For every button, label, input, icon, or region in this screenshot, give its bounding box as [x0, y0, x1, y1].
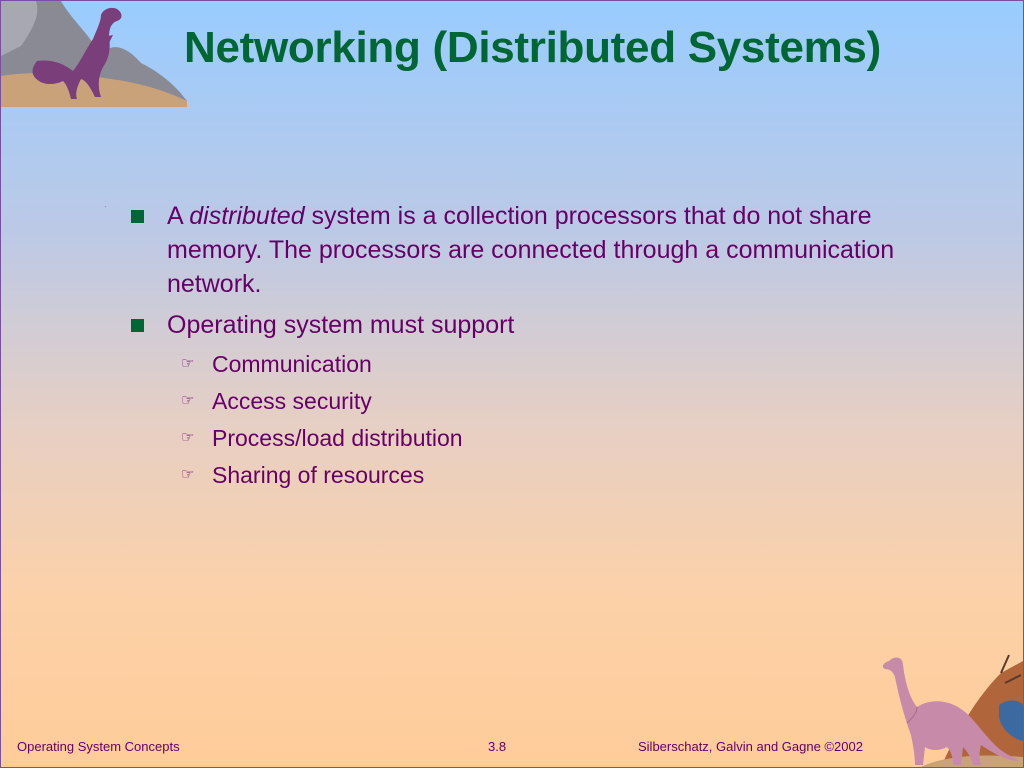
- slide-title: Networking (Distributed Systems): [184, 23, 881, 72]
- slide-content: A distributed system is a collection pro…: [131, 199, 911, 497]
- pointing-hand-icon: ☞: [181, 392, 195, 409]
- bullet-prefix: A: [167, 202, 190, 230]
- sub-bullet-text: Access security: [212, 388, 372, 414]
- sub-bullet-item: ☞ Communication: [131, 349, 911, 379]
- sub-bullet-item: ☞ Access security: [131, 386, 911, 416]
- square-bullet-icon: [131, 210, 144, 223]
- footer-copyright: Silberschatz, Galvin and Gagne ©2002: [638, 739, 863, 754]
- sub-bullet-text: Communication: [212, 351, 372, 377]
- sub-bullet-item: ☞ Sharing of resources: [131, 460, 911, 490]
- sub-bullet-text: Process/load distribution: [212, 425, 463, 451]
- footer-course-name: Operating System Concepts: [17, 739, 180, 754]
- bullet-text: system is a collection processors that d…: [167, 202, 895, 298]
- bullet-emphasis: distributed: [189, 202, 305, 230]
- bullet-text: Operating system must support: [167, 311, 515, 339]
- bullet-item: A distributed system is a collection pro…: [131, 199, 911, 301]
- slide-number: 3.8: [488, 739, 507, 754]
- pointing-hand-icon: ☞: [181, 429, 195, 446]
- sub-bullet-text: Sharing of resources: [212, 462, 425, 488]
- square-bullet-icon: [131, 319, 144, 332]
- sub-bullet-item: ☞ Process/load distribution: [131, 423, 911, 453]
- dinosaur-brontosaurus-icon: [882, 654, 1023, 767]
- pointing-hand-icon: ☞: [181, 466, 195, 483]
- bullet-item: Operating system must support: [131, 308, 911, 342]
- stray-mark: `: [104, 205, 107, 215]
- pointing-hand-icon: ☞: [181, 355, 195, 372]
- dinosaur-trex-icon: [1, 1, 187, 107]
